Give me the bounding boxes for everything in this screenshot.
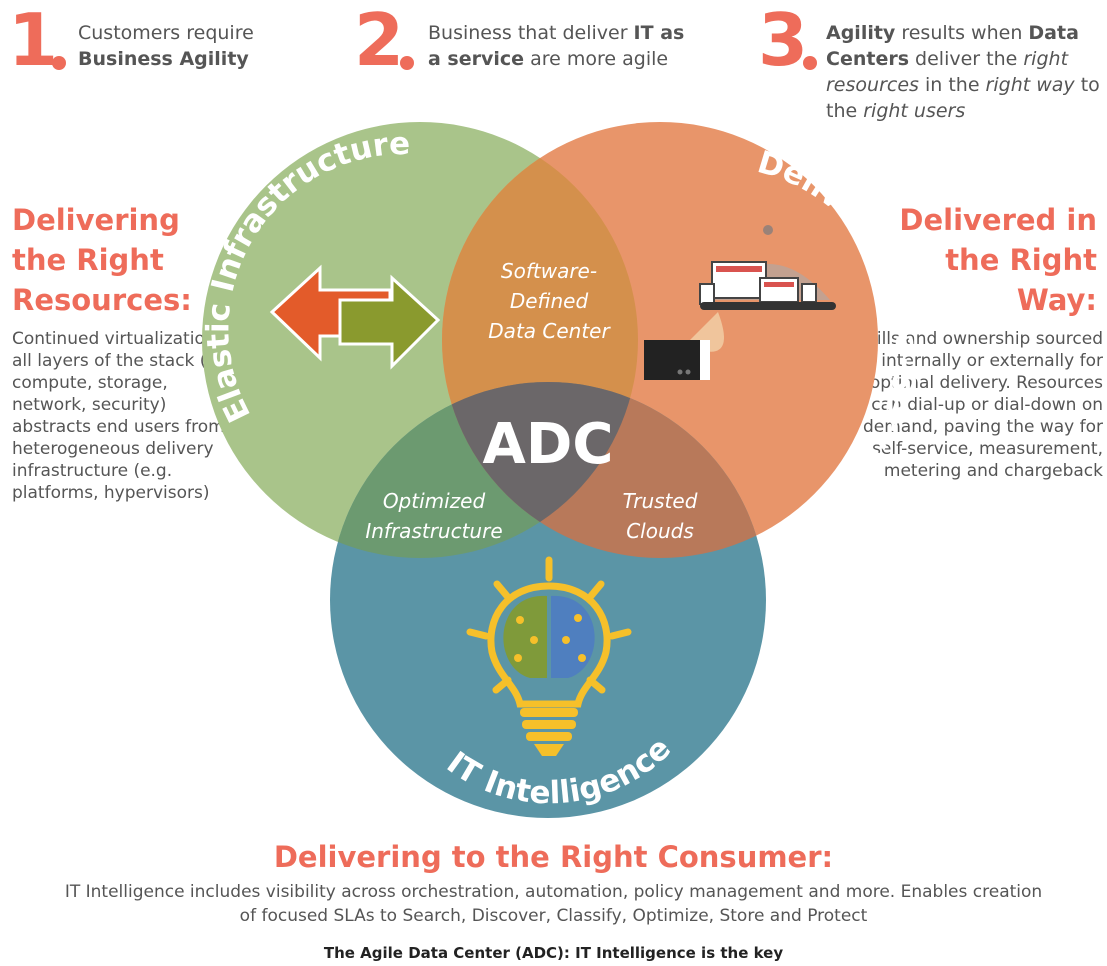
point-3-part: right resources: [826, 48, 1069, 96]
point-3-number: 3: [758, 0, 809, 82]
point-3-part: Data Centers: [826, 22, 1079, 70]
point-3-part: in the: [918, 74, 986, 96]
point-3-part: Agility: [826, 22, 896, 44]
point-3-text: Agility results when Data Centers delive…: [826, 20, 1107, 124]
point-3-part: right way: [985, 74, 1075, 96]
point-1-text: Customers require Business Agility: [78, 20, 278, 72]
intersection-orange-blue: [442, 382, 766, 558]
bottom-heading: Delivering to the Right Consumer:: [273, 840, 834, 874]
point-3-part: to the: [826, 74, 1100, 122]
point-2-part: IT as a service: [428, 22, 685, 70]
bottom-body: IT Intelligence includes visibility acro…: [64, 882, 1043, 926]
point-1-part: Customers require: [78, 22, 254, 44]
point-3-part: deliver the: [909, 48, 1024, 70]
point-2-part: are more agile: [524, 48, 669, 70]
point-1-dot: [52, 56, 66, 70]
point-3-part: results when: [895, 22, 1029, 44]
point-2-dot: [400, 56, 414, 70]
trusted-line-2: Clouds: [626, 519, 694, 543]
trusted-line-1: Trusted: [623, 489, 698, 513]
right-panel-body: Skills and ownership sourced internally …: [856, 329, 1103, 481]
point-2-part: Business that deliver: [428, 22, 634, 44]
lightbulb-brain-icon: [466, 556, 632, 756]
left-panel-body: Continued virtualization of all layers o…: [12, 329, 239, 503]
center-label: ADC: [483, 412, 614, 477]
intersection-green-blue: [330, 382, 638, 558]
point-3-dot: [803, 56, 817, 70]
point-1-part: Business Agility: [78, 48, 249, 70]
sddc-line-2: Defined: [510, 289, 589, 313]
optimized-line-1: Optimized: [383, 489, 486, 513]
service-tray-icon: [644, 225, 836, 380]
double-arrow-icon: [269, 264, 441, 370]
sddc-line-3: Data Center: [488, 319, 611, 343]
caption: The Agile Data Center (ADC): IT Intellig…: [323, 944, 784, 962]
right-panel-heading: Delivered in the Right Way:: [899, 203, 1097, 317]
point-1-number: 1: [8, 0, 59, 82]
optimized-line-2: Infrastructure: [365, 519, 502, 543]
point-3-part: right users: [863, 100, 966, 122]
point-2-number: 2: [354, 0, 405, 82]
point-2-text: Business that deliver IT as a service ar…: [428, 20, 698, 72]
sddc-line-1: Software-: [501, 259, 597, 283]
left-panel-heading: Delivering the Right Resources:: [12, 203, 192, 317]
